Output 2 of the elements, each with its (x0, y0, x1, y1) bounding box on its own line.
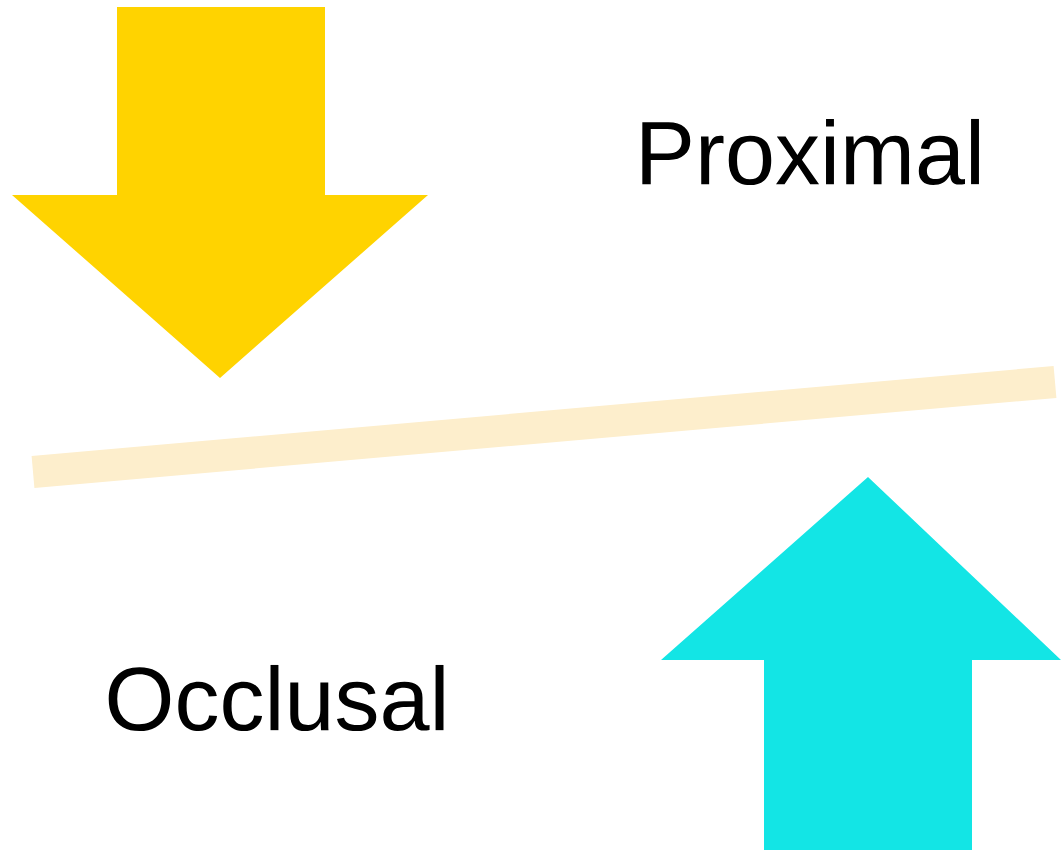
region-label: Proximal (642, 118, 979, 186)
region-label: Occlusal (108, 664, 444, 732)
